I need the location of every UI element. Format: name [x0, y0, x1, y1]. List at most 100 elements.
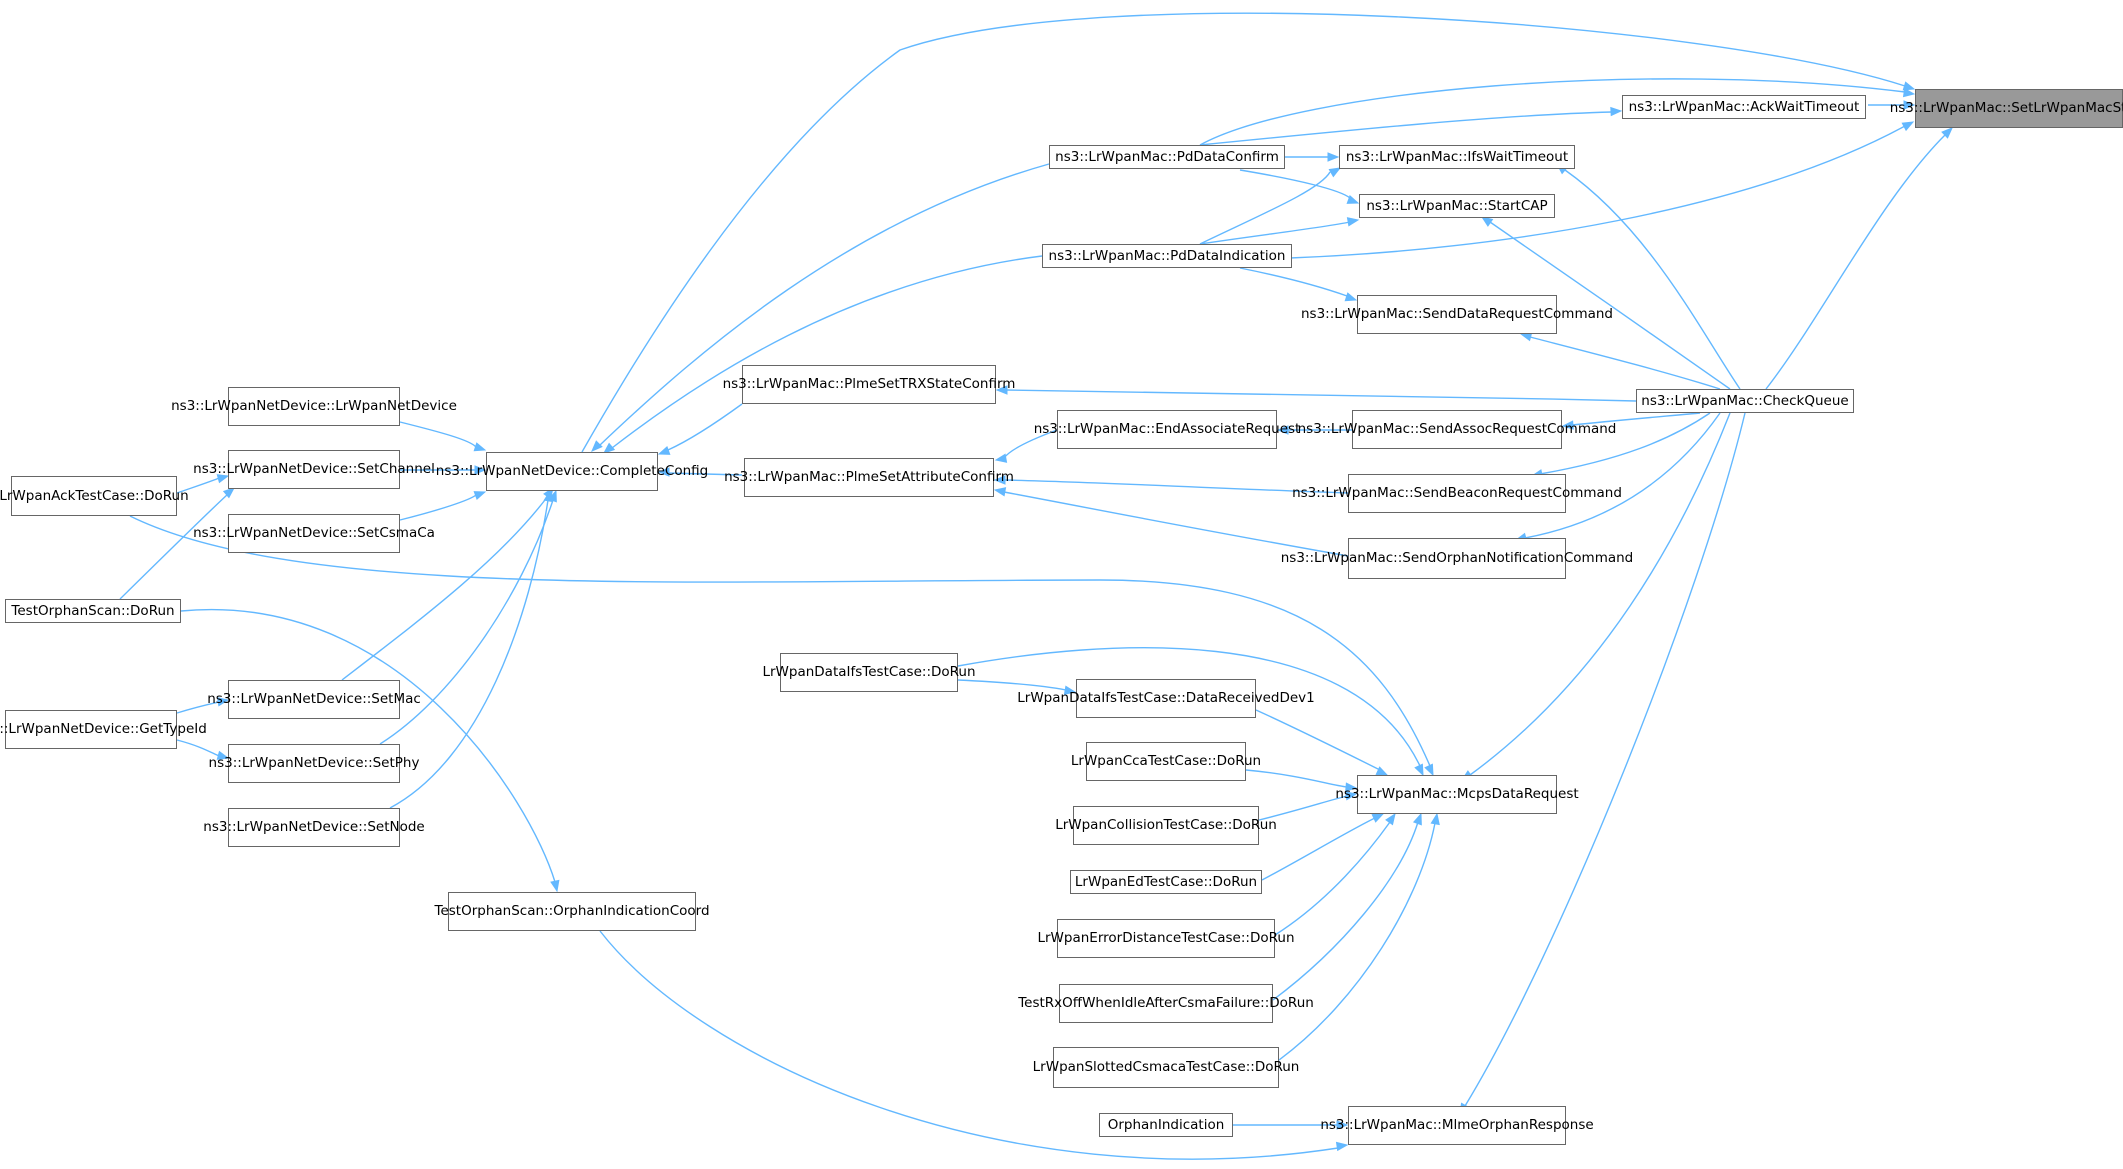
node-test-orphan-scan-do-run[interactable]: TestOrphanScan::DoRun	[5, 599, 181, 623]
call-edge-44	[1245, 769, 1348, 788]
arrowhead-45	[1344, 791, 1358, 801]
edge-layer	[119, 12, 1953, 1160]
arrowhead-49	[1430, 812, 1440, 826]
arrowhead-39	[550, 879, 560, 893]
call-edge-22	[1003, 479, 1349, 494]
node-complete-config[interactable]: ns3::LrWpanNetDevice::CompleteConfig	[436, 452, 708, 491]
arrowhead-6	[1901, 121, 1915, 132]
arrowhead-26	[602, 442, 616, 454]
arrowhead-22	[993, 475, 1006, 485]
arrowhead-46	[1371, 813, 1385, 823]
call-edge-34	[176, 477, 220, 494]
arrowhead-0	[1903, 100, 1916, 110]
node-set-csma-ca[interactable]: ns3::LrWpanNetDevice::SetCsmaCa	[193, 514, 435, 553]
call-edge-37	[176, 739, 220, 757]
call-edge-41	[957, 647, 1421, 767]
node-cca-test-do-run[interactable]: LrWpanCcaTestCase::DoRun	[1071, 742, 1261, 781]
arrowhead-10	[1344, 292, 1358, 302]
arrowhead-33	[543, 489, 553, 503]
arrowhead-14	[995, 385, 1008, 395]
node-lrwpan-net-device-ctor[interactable]: ns3::LrWpanNetDevice::LrWpanNetDevice	[171, 387, 457, 426]
call-edge-9	[1199, 221, 1351, 245]
node-error-distance-test-do-run[interactable]: LrWpanErrorDistanceTestCase::DoRun	[1037, 919, 1295, 958]
arrowhead-35	[222, 487, 236, 499]
arrowhead-23	[993, 487, 1007, 497]
call-edge-6	[1289, 125, 1906, 259]
node-pd-data-indication[interactable]: ns3::LrWpanMac::PdDataIndication	[1042, 244, 1292, 268]
call-edge-18	[1469, 412, 1731, 776]
call-edge-23	[1003, 491, 1349, 557]
node-data-received-dev1[interactable]: LrWpanDataIfsTestCase::DataReceivedDev1	[1017, 679, 1315, 718]
call-edge-46	[1261, 817, 1376, 881]
call-edge-17	[1524, 412, 1721, 539]
arrowhead-4	[1610, 106, 1623, 117]
call-edge-30	[399, 494, 477, 521]
node-data-ifs-test-do-run[interactable]: LrWpanDataIfsTestCase::DoRun	[762, 653, 976, 692]
node-ed-test-do-run[interactable]: LrWpanEdTestCase::DoRun	[1070, 870, 1262, 894]
arrowhead-28	[473, 442, 487, 452]
node-collision-test-do-run[interactable]: LrWpanCollisionTestCase::DoRun	[1055, 806, 1277, 845]
arrowhead-44	[1345, 782, 1358, 792]
arrowhead-24	[657, 467, 670, 477]
call-edge-8	[1199, 171, 1331, 245]
call-edge-4	[1199, 111, 1613, 146]
arrowhead-50	[1336, 1120, 1349, 1130]
call-edge-48	[1272, 821, 1419, 1001]
call-edge-10	[1239, 267, 1348, 297]
arrowhead-34	[216, 474, 230, 484]
arrowhead-30	[473, 491, 487, 501]
call-edge-13	[1529, 336, 1721, 390]
call-edge-31	[341, 495, 549, 681]
node-set-lrwpan-mac-state: ns3::LrWpanMac::SetLrWpanMacState	[1890, 89, 2123, 128]
arrowhead-21	[994, 453, 1008, 463]
call-edge-40	[599, 930, 1339, 1160]
node-orphan-indication[interactable]: OrphanIndication	[1099, 1113, 1233, 1137]
call-edge-32	[379, 499, 554, 745]
arrowhead-27	[591, 440, 603, 452]
call-edge-35	[119, 493, 229, 600]
call-edge-33	[389, 499, 549, 809]
arrowhead-1	[1941, 127, 1953, 139]
node-pd-data-confirm[interactable]: ns3::LrWpanMac::PdDataConfirm	[1049, 145, 1285, 169]
node-set-mac[interactable]: ns3::LrWpanNetDevice::SetMac	[207, 680, 421, 719]
node-set-node[interactable]: ns3::LrWpanNetDevice::SetNode	[203, 808, 425, 847]
node-check-queue[interactable]: ns3::LrWpanMac::CheckQueue	[1636, 389, 1854, 413]
call-edge-27	[599, 163, 1050, 446]
call-edge-49	[1278, 822, 1436, 1061]
arrowhead-37	[216, 750, 230, 760]
node-ack-wait-timeout[interactable]: ns3::LrWpanMac::AckWaitTimeout	[1622, 95, 1866, 119]
arrowhead-5	[1327, 152, 1340, 162]
arrowhead-43	[1375, 766, 1389, 776]
arrowhead-36	[216, 697, 230, 707]
arrowhead-2	[1902, 81, 1916, 91]
node-set-phy[interactable]: ns3::LrWpanNetDevice::SetPhy	[209, 744, 419, 783]
node-set-channel[interactable]: ns3::LrWpanNetDevice::SetChannel	[193, 450, 435, 489]
node-get-type-id[interactable]: ns3::LrWpanNetDevice::GetTypeId	[0, 710, 207, 749]
node-ack-test-case-do-run[interactable]: LrWpanAckTestCase::DoRun	[0, 476, 189, 516]
call-edge-45	[1258, 795, 1348, 821]
call-edge-15	[1571, 412, 1701, 426]
arrowhead-41	[1414, 763, 1424, 777]
call-edge-1	[1765, 134, 1946, 390]
node-ifs-wait-timeout[interactable]: ns3::LrWpanMac::IfsWaitTimeout	[1339, 145, 1575, 169]
node-slotted-csmaca-test-do-run[interactable]: LrWpanSlottedCsmacaTestCase::DoRun	[1033, 1047, 1299, 1088]
arrowhead-3	[1902, 87, 1916, 98]
arrowhead-38	[1424, 763, 1434, 777]
call-edge-38	[129, 515, 1431, 767]
call-edge-7	[1239, 169, 1351, 199]
arrowhead-9	[1346, 217, 1360, 227]
arrowhead-48	[1412, 812, 1422, 826]
node-start-cap[interactable]: ns3::LrWpanMac::StartCAP	[1359, 194, 1555, 218]
